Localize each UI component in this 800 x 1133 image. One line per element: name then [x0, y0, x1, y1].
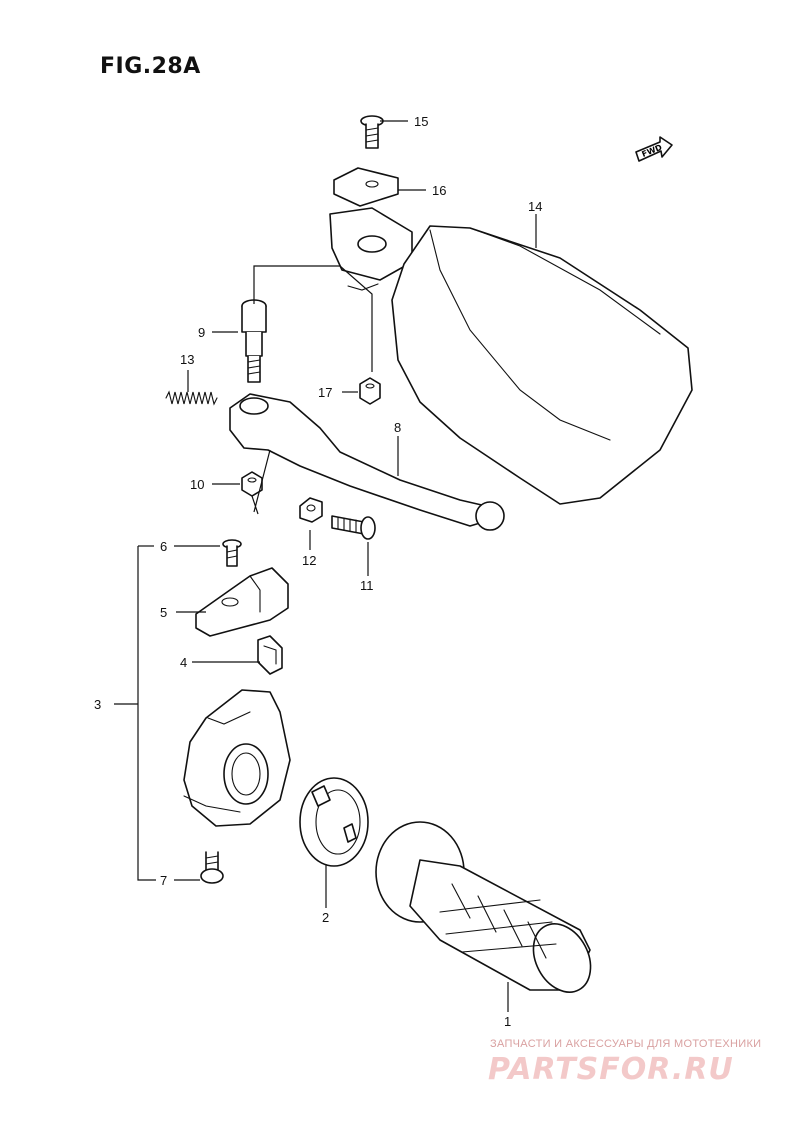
- part-3-switch-housing: [183, 689, 291, 827]
- part-13-spring: [165, 390, 218, 406]
- figure-title: FIG.28A: [100, 54, 201, 79]
- part-6-screw: [222, 539, 242, 567]
- callout-6: 6: [160, 539, 167, 554]
- fwd-label: FWD: [641, 143, 664, 159]
- callout-14: 14: [528, 199, 542, 214]
- part-8-lever: [229, 393, 505, 531]
- callout-9: 9: [198, 325, 205, 340]
- part-17-nut: [359, 377, 381, 405]
- callout-2: 2: [322, 910, 329, 925]
- part-2-cam-ring: [299, 777, 369, 867]
- watermark-brand: PARTSFOR.RU: [488, 1052, 734, 1087]
- callout-1: 1: [504, 1014, 511, 1029]
- callout-3: 3: [94, 697, 101, 712]
- part-4-clip: [257, 635, 283, 675]
- watermark-subtitle: ЗАПЧАСТИ И АКСЕССУАРЫ ДЛЯ МОТОТЕХНИКИ: [490, 1038, 762, 1050]
- callout-10: 10: [190, 477, 204, 492]
- callout-8: 8: [394, 420, 401, 435]
- callout-15: 15: [414, 114, 428, 129]
- part-16-clamp-plate: [333, 167, 399, 207]
- part-9-pivot-bolt: [241, 299, 267, 383]
- callout-7: 7: [160, 873, 167, 888]
- callout-5: 5: [160, 605, 167, 620]
- part-1-grip: [375, 821, 592, 993]
- callout-12: 12: [302, 553, 316, 568]
- callout-16: 16: [432, 183, 446, 198]
- part-7-screw: [200, 851, 224, 884]
- fwd-arrow-icon: FWD: [635, 136, 673, 162]
- leader-lines: [114, 120, 537, 1012]
- callout-17: 17: [318, 385, 332, 400]
- part-12-nut: [299, 497, 323, 523]
- callout-4: 4: [180, 655, 187, 670]
- part-10-nut: [241, 471, 263, 497]
- callout-13: 13: [180, 352, 194, 367]
- part-14-hand-guard: [329, 207, 693, 505]
- callout-11: 11: [360, 578, 374, 593]
- part-5-clamp-cover: [195, 567, 289, 637]
- part-15-screw: [360, 115, 384, 149]
- part-11-screw: [331, 515, 376, 540]
